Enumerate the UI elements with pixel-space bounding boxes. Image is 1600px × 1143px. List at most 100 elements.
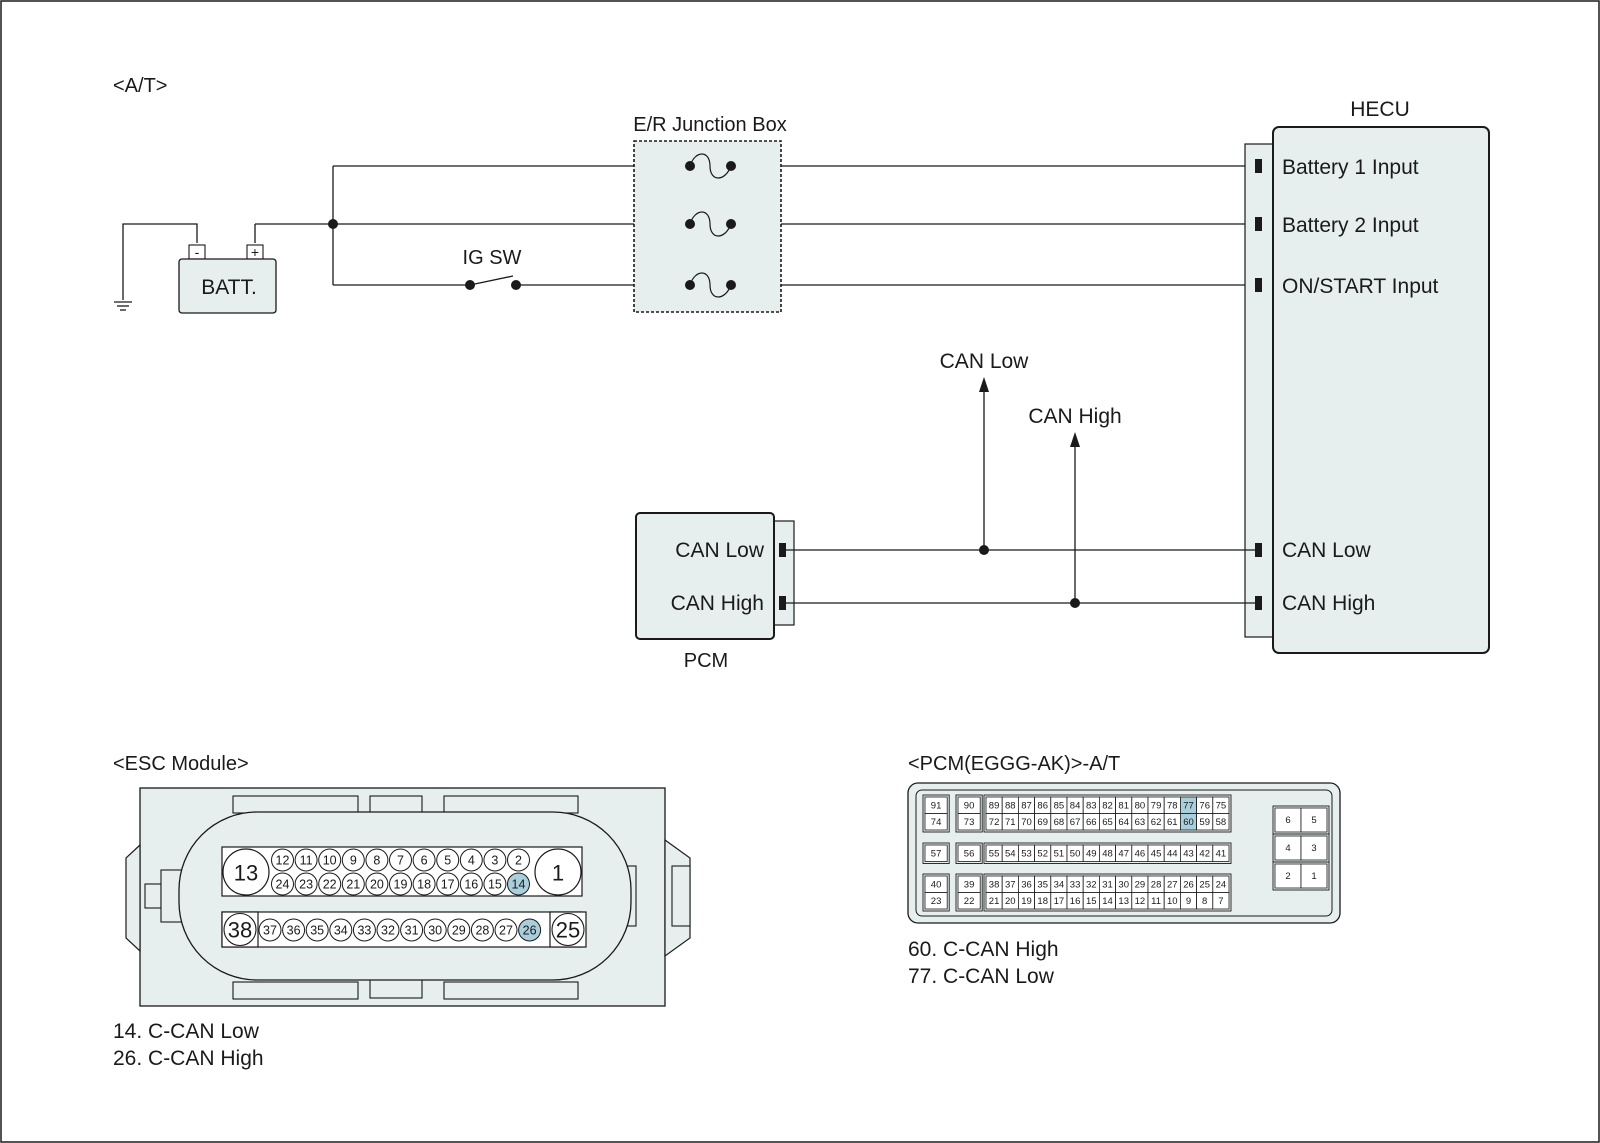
pcm-pin-label: 23 [931, 896, 942, 907]
pcm-pin-markers [779, 543, 786, 610]
esc-pin-label: 12 [276, 854, 290, 868]
pcm-pin-label: 33 [1070, 879, 1081, 890]
esc-legend-1: 14. C-CAN Low [113, 1020, 260, 1043]
esc-rib-bottom-right [443, 981, 579, 1000]
esc-pin-label: 4 [468, 854, 475, 868]
pcm-pin-label: 20 [1005, 896, 1016, 907]
pcm-pin-label: 22 [964, 896, 975, 907]
esc-left-latch [144, 883, 162, 909]
esc-pin [271, 872, 294, 896]
pcm-pin-label: 61 [1167, 817, 1178, 828]
fuse-1 [689, 153, 732, 179]
pcm-pin-label: 43 [1183, 848, 1194, 859]
esc-rib-bottom-left [232, 981, 359, 1000]
esc-pin [436, 848, 460, 872]
pcm-pin-label: 78 [1167, 800, 1178, 811]
pcm-pin-label: 34 [1054, 879, 1065, 890]
esc-pin-label: 1 [552, 861, 564, 886]
pcm-pin-label: 15 [1086, 896, 1097, 907]
pcm-pin-label: 66 [1086, 817, 1097, 828]
pcm-pin-label: 85 [1054, 800, 1065, 811]
pcm-pin [957, 892, 981, 910]
hecu-pin-battery1: Battery 1 Input [1282, 156, 1419, 179]
ig-sw-blade [469, 275, 514, 286]
esc-right-latch-outer [671, 865, 691, 927]
pcm-pin-label: 3 [1311, 843, 1316, 854]
pcm-pin-label: 36 [1021, 879, 1032, 890]
pcm-pin-label: 77 [1183, 800, 1194, 811]
esc-pin [483, 872, 507, 896]
can-high-junction-dot [1070, 598, 1080, 608]
hecu-pin-battery2: Battery 2 Input [1282, 214, 1419, 237]
esc-pin [294, 848, 318, 872]
pcm-cavity-group [955, 873, 983, 912]
pcm-pin-label: 7 [1218, 896, 1223, 907]
esc-pin [447, 918, 471, 942]
esc-pin-label: 2 [515, 854, 522, 868]
pcm-pin-label: 39 [964, 879, 975, 890]
esc-rib-top-left [232, 795, 359, 814]
pcm-pin-label: 28 [1151, 879, 1162, 890]
esc-pin-label: 24 [276, 878, 290, 892]
esc-pin [222, 848, 270, 896]
esc-pin-label: 10 [323, 854, 337, 868]
pcm-pin-label: 60 [1183, 817, 1194, 828]
pcm-pin-label: 84 [1070, 800, 1081, 811]
esc-pin [389, 872, 412, 896]
pcm-pin-label: 64 [1118, 817, 1129, 828]
pcm-pin-label: 49 [1086, 848, 1097, 859]
esc-pin-label: 31 [405, 924, 419, 938]
esc-pin-label: 6 [421, 854, 428, 868]
pcm-pin [924, 892, 948, 910]
fuse-2 [689, 211, 732, 237]
esc-pin [294, 872, 318, 896]
esc-pin-label: 30 [428, 924, 442, 938]
esc-rib-top-right [443, 795, 579, 814]
esc-pin-label: 17 [441, 878, 455, 892]
battery-pos-symbol: + [251, 244, 259, 260]
esc-pin [436, 872, 460, 896]
esc-pin [459, 872, 483, 896]
pcm-cavity-group [922, 842, 950, 864]
esc-pin [318, 848, 342, 872]
esc-pin-label: 13 [234, 861, 258, 886]
pcm-pin-label: 21 [989, 896, 1000, 907]
pcm-pin-label: 81 [1118, 800, 1129, 811]
pcm-pin-label: 74 [931, 817, 942, 828]
pcm-pin [1212, 844, 1230, 862]
pcm-pin-label: 41 [1216, 848, 1227, 859]
esc-pin-label: 7 [397, 854, 404, 868]
esc-pin [365, 872, 389, 896]
pcm-pin [1274, 863, 1302, 889]
esc-pin-label: 9 [350, 854, 357, 868]
can-low-junction-dot [979, 545, 989, 555]
pcm-pin-label: 27 [1167, 879, 1178, 890]
esc-legend-2: 26. C-CAN High [113, 1047, 264, 1070]
pcm-cavity-group [922, 794, 950, 833]
pcm-pin-label: 19 [1021, 896, 1032, 907]
pcm-pin-label: 44 [1167, 848, 1178, 859]
can-high-arrow-icon [1070, 432, 1080, 447]
pcm-body [635, 512, 775, 640]
pcm-side-cavity [1272, 861, 1330, 891]
pcm-pin-label: 46 [1135, 848, 1146, 859]
esc-pin-label: 20 [370, 878, 384, 892]
pcm-pin-label: 50 [1070, 848, 1081, 859]
esc-pin [534, 848, 582, 896]
pcm-cavity-group [983, 794, 1232, 833]
pcm-pin [1300, 863, 1328, 889]
esc-pin-label: 15 [488, 878, 502, 892]
pcm-pin-label: 65 [1102, 817, 1113, 828]
pcm-pin-label: 16 [1070, 896, 1081, 907]
esc-pin [423, 918, 447, 942]
esc-pin [365, 848, 389, 872]
ground-icon [114, 301, 132, 311]
pcm-pin [1212, 813, 1230, 831]
esc-pin-label: 5 [444, 854, 451, 868]
pcm-pin-label: 54 [1005, 848, 1016, 859]
pcm-pin-label: 88 [1005, 800, 1016, 811]
fuse-group [689, 153, 732, 298]
pcm-pin-label: 87 [1021, 800, 1032, 811]
fuse-terminals [685, 161, 736, 290]
